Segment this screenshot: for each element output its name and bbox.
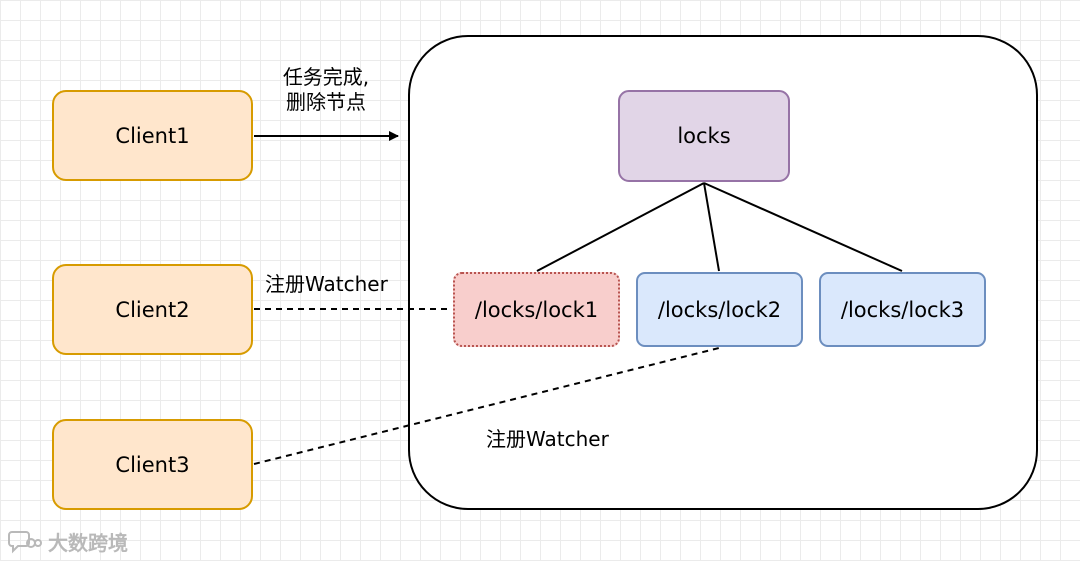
- edge-locks-lock3: [703, 182, 903, 272]
- lock1-label: /locks/lock1: [474, 297, 599, 322]
- client3-node: Client3: [52, 419, 253, 510]
- watch-edge-client3-lock2: [253, 347, 720, 465]
- client1-label: Client1: [115, 123, 190, 148]
- task-done-label-line2: 删除节点: [286, 90, 366, 114]
- lock2-node: /locks/lock2: [636, 272, 803, 347]
- task-done-label-line1: 任务完成,: [282, 65, 370, 89]
- locks-root-node: locks: [618, 90, 790, 182]
- locks-root-label: locks: [677, 124, 731, 148]
- lock2-label: /locks/lock2: [657, 297, 782, 322]
- watermark-text: 大数跨境: [48, 531, 128, 555]
- edge-locks-lock2: [703, 182, 720, 272]
- edge-locks-lock1: [536, 182, 705, 272]
- chat-bubble-logo-icon: [8, 529, 42, 555]
- client1-node: Client1: [52, 90, 253, 181]
- register-watcher-label-2: 注册Watcher: [486, 427, 609, 451]
- lock1-node: /locks/lock1: [453, 272, 620, 347]
- watermark: 大数跨境: [8, 527, 128, 556]
- lock3-label: /locks/lock3: [840, 297, 965, 322]
- client3-label: Client3: [115, 452, 190, 477]
- register-watcher-label-1: 注册Watcher: [265, 272, 388, 296]
- lock3-node: /locks/lock3: [819, 272, 986, 347]
- task-done-label: 任务完成, 删除节点: [258, 65, 394, 115]
- client2-node: Client2: [52, 264, 253, 355]
- client2-label: Client2: [115, 297, 190, 322]
